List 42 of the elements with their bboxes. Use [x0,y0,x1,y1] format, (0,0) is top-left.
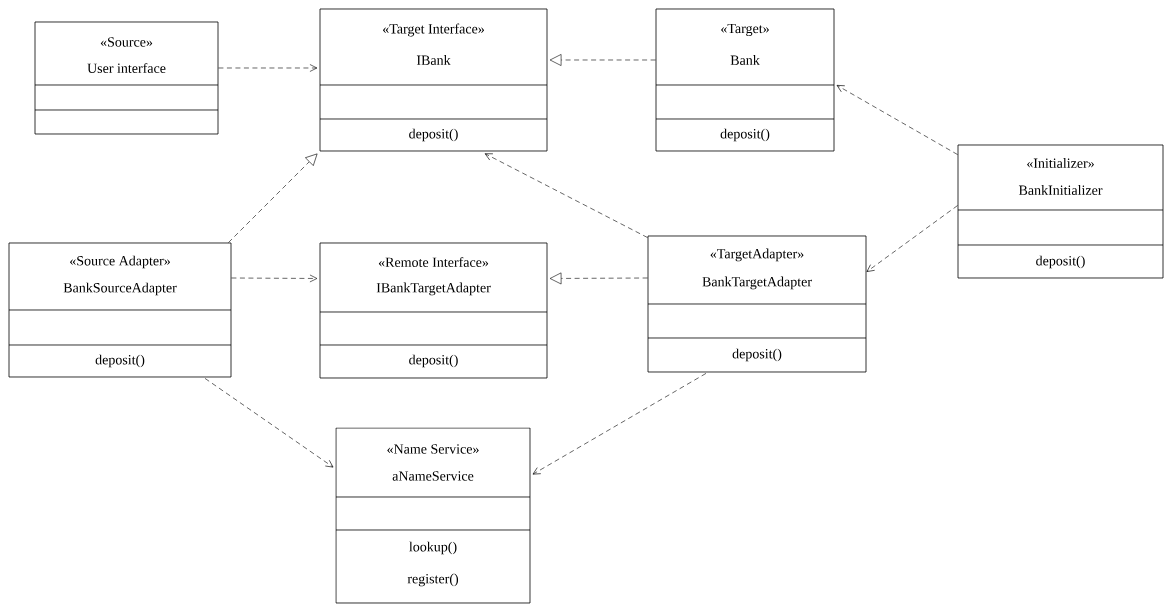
stereotype-label: «Initializer» [1027,158,1094,168]
realization-arrow [228,153,318,243]
method-label: deposit() [409,354,458,368]
stereotype-label: «Target» [721,23,769,37]
class-box [647,235,867,373]
stereotype-label: «Source» [100,37,153,47]
class-name: Bank [730,55,760,65]
method-label: deposit() [732,348,782,362]
dependency-arrow [484,153,648,238]
dependency-arrow [231,274,318,283]
method-label: deposit() [409,128,458,142]
class-box [957,144,1164,279]
class-name: IBankTargetAdapter [376,282,491,296]
method-label: deposit() [1036,255,1085,269]
realization-arrow [549,272,648,285]
stereotype-label: «TargetAdapter» [710,248,804,262]
method-label: deposit() [95,354,145,368]
class-name: aNameService [392,471,474,481]
class-box [655,8,835,152]
class-box [8,242,232,378]
realization-arrow [549,54,656,66]
stereotype-label: «Target Interface» [383,23,484,37]
method-label: lookup() [409,541,457,555]
class-name: BankTargetAdapter [702,276,812,290]
class-box [34,21,219,135]
class-box [319,242,548,379]
dependency-arrow [218,64,318,72]
class-box [335,427,531,604]
stereotype-label: «Source Adapter» [70,255,170,269]
class-name: IBank [416,55,451,65]
method-label: register() [407,573,459,587]
class-name: User interface [87,63,166,73]
dependency-arrow [836,85,958,155]
method-label: deposit() [720,128,770,142]
class-box [319,8,548,152]
class-name: BankInitializer [1018,185,1103,195]
class-name: BankSourceAdapter [63,282,177,296]
dependency-arrow [204,378,334,468]
stereotype-label: «Remote Interface» [378,257,489,267]
stereotype-label: «Name Service» [387,444,479,454]
dependency-arrow [866,205,958,272]
dependency-arrow [532,373,707,475]
